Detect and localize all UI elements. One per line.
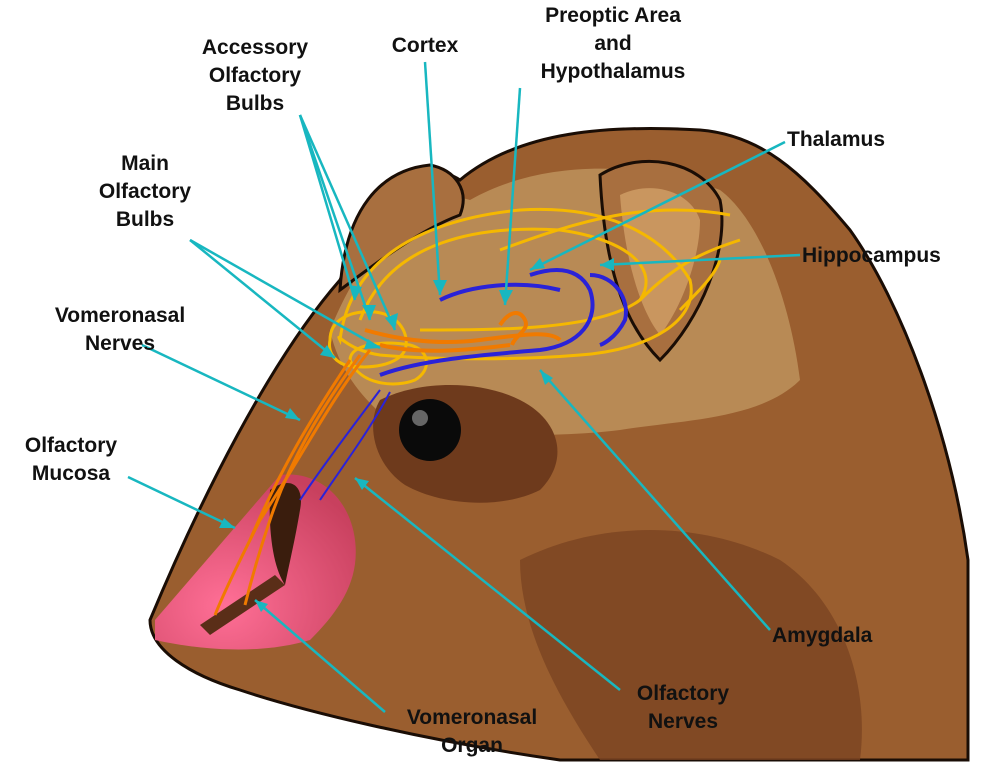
label-cortex: Cortex (370, 32, 480, 60)
leader-lines (127, 61, 801, 713)
leader-amygdala (539, 369, 771, 631)
arrow-main-2 (364, 339, 380, 349)
arrow-main-1 (320, 345, 335, 358)
main-olfactory-pathway (337, 207, 693, 361)
label-thalamus: Thalamus (787, 126, 885, 154)
arrow-hippocampus (600, 258, 614, 271)
label-line: Nerves (647, 710, 719, 733)
label-line: Vomeronasal (54, 304, 186, 327)
label-line: Cortex (391, 34, 459, 57)
leader-vomeronasal-nerves (141, 343, 301, 422)
label-line: Amygdala (772, 624, 873, 647)
eye (399, 399, 461, 461)
leader-mucosa (127, 475, 236, 530)
label-hippocampus: Hippocampus (802, 242, 941, 270)
cheek-shade (520, 530, 862, 760)
label-line: Mucosa (31, 462, 111, 485)
label-line: Hippocampus (802, 244, 941, 267)
label-line: Nerves (84, 332, 156, 355)
main-olfactory-pathway-2 (358, 227, 648, 332)
label-line: Hypothalamus (540, 60, 686, 83)
label-accessory-olfactory-bulbs: Accessory Olfactory Bulbs (175, 34, 335, 118)
label-vomeronasal-organ: Vomeronasal Organ (382, 704, 562, 760)
label-line: Bulbs (115, 208, 175, 231)
leader-accessory-3 (298, 114, 357, 301)
blue-nerve-1 (299, 389, 381, 501)
thalamus-fiber (499, 208, 731, 252)
arrow-thalamus (530, 258, 545, 270)
arrow-cortex (433, 280, 447, 295)
arrow-vomeronasal-nerves (285, 408, 300, 420)
leader-thalamus (529, 140, 786, 272)
leader-preoptic (503, 87, 522, 306)
label-line: Accessory (201, 36, 309, 59)
label-olfactory-mucosa: Olfactory Mucosa (6, 432, 136, 488)
arrow-vomeronasal-organ (255, 600, 268, 612)
label-line: Preoptic Area (545, 4, 681, 27)
arrow-mucosa (219, 518, 235, 528)
label-line: Organ (441, 734, 503, 757)
label-line: Thalamus (787, 128, 886, 151)
arrow-olfactory-nerves (355, 478, 369, 490)
arrow-accessory-2 (385, 313, 398, 330)
vomeronasal-pathway (379, 268, 595, 377)
leader-olfactory-nerves (354, 477, 621, 691)
orange-nerve-1 (213, 349, 372, 616)
label-line: Bulbs (225, 92, 285, 115)
accessory-pathway-2 (379, 343, 511, 353)
leader-vomeronasal-organ (254, 599, 386, 713)
label-olfactory-nerves: Olfactory Nerves (618, 680, 748, 736)
label-amygdala: Amygdala (772, 622, 872, 650)
label-preoptic-area-hypothalamus: Preoptic Area and Hypothalamus (508, 2, 718, 86)
blue-nerve-2 (319, 391, 391, 501)
arrow-amygdala (540, 370, 553, 385)
arrow-accessory-3 (349, 285, 362, 300)
label-line: and (594, 32, 632, 55)
posterior-fiber (678, 259, 722, 312)
leader-accessory-1 (298, 114, 372, 321)
vomeronasal-organ-shape (200, 575, 285, 635)
leader-main-1 (189, 239, 336, 359)
arrow-preoptic (499, 290, 513, 305)
hippocampus-fiber (638, 238, 741, 302)
leader-accessory-2 (298, 114, 397, 331)
leader-arrowheads (219, 258, 614, 612)
label-line: Olfactory (636, 682, 730, 705)
arrow-accessory-1 (362, 305, 376, 320)
hippocampus-blue (589, 273, 628, 347)
leader-hippocampus (599, 253, 801, 267)
eye-highlight (412, 410, 428, 426)
label-line: Vomeronasal (406, 706, 538, 729)
preoptic-hook (498, 311, 528, 346)
label-main-olfactory-bulbs: Main Olfactory Bulbs (80, 150, 210, 234)
cortex-blue (439, 282, 561, 302)
orange-nerve-2 (243, 354, 362, 606)
label-line: Main (121, 152, 169, 175)
nasal-cavity (269, 482, 301, 585)
leader-main-2 (189, 238, 381, 350)
orange-nerve-3 (248, 359, 352, 541)
label-line: Olfactory (208, 64, 302, 87)
label-line: Olfactory (98, 180, 192, 203)
leader-cortex (423, 61, 442, 296)
label-line: Olfactory (24, 434, 118, 457)
accessory-pathway (364, 328, 562, 344)
label-vomeronasal-nerves: Vomeronasal Nerves (30, 302, 210, 358)
